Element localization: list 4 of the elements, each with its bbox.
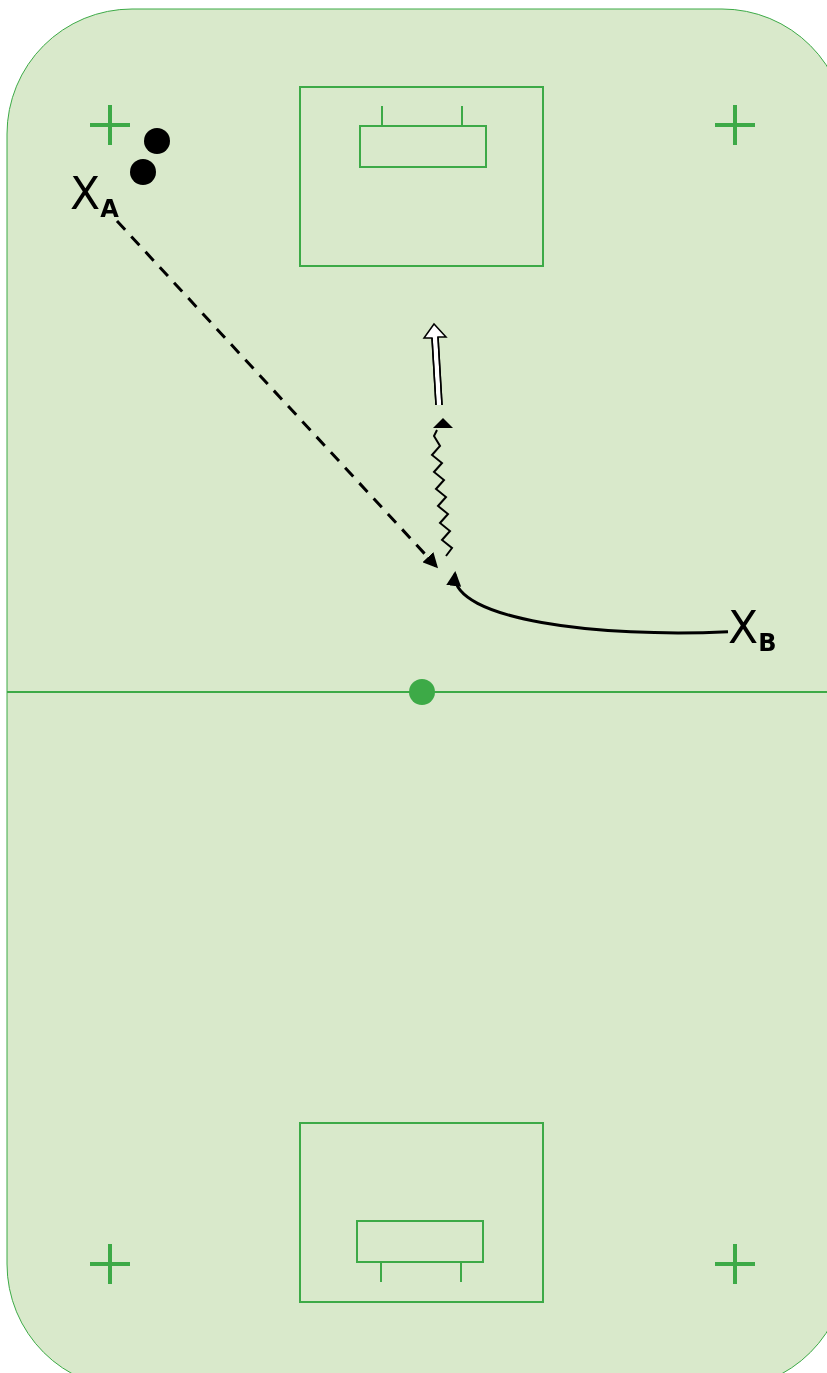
pass-arrow: [115, 220, 439, 569]
player-label: X$_{A}$: [70, 172, 119, 221]
run-arrow: [449, 571, 729, 635]
player-label: X$_{B}$: [728, 606, 777, 655]
